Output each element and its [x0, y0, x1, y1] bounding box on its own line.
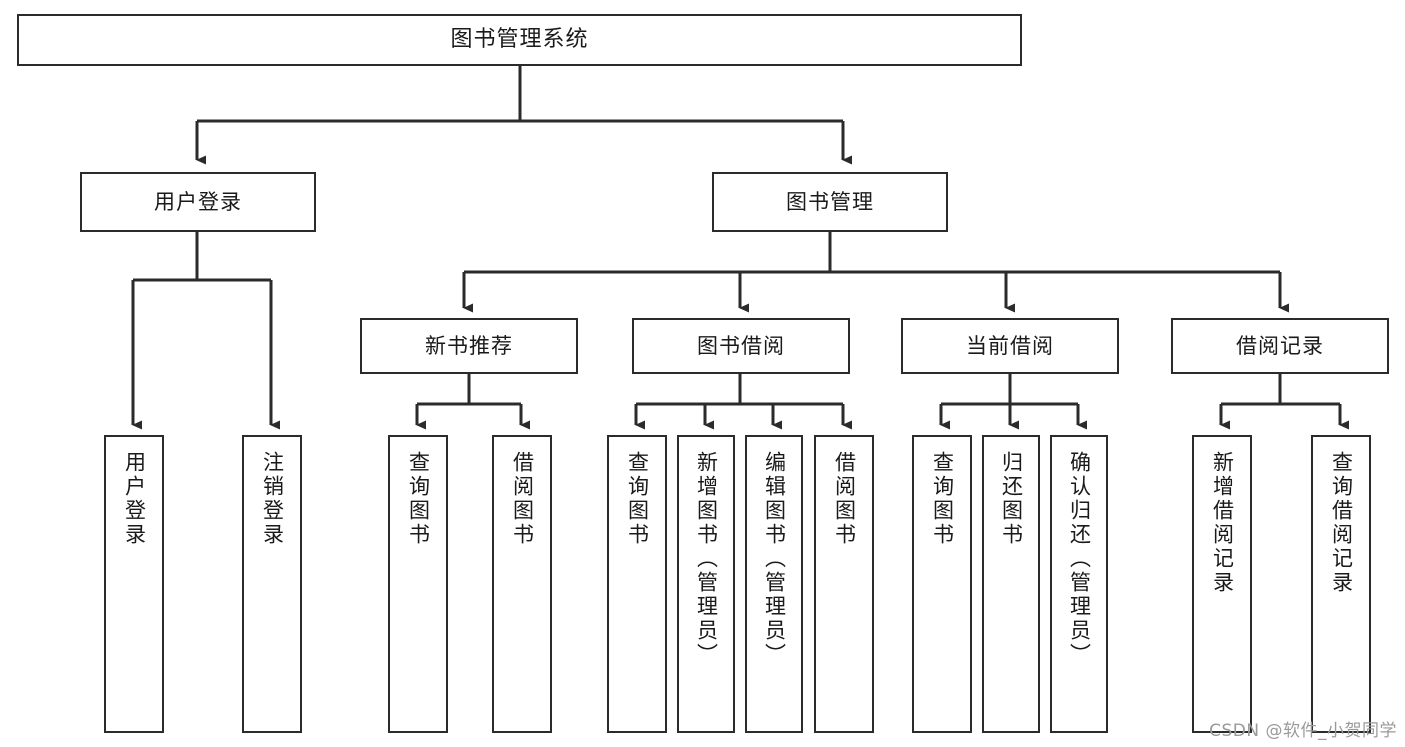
node-leaf-query-book-3[interactable]: 查询图书 [912, 435, 972, 733]
node-leaf-logout[interactable]: 注销登录 [242, 435, 302, 733]
node-label: 查询图书 [625, 451, 650, 547]
node-leaf-query-book-2[interactable]: 查询图书 [607, 435, 667, 733]
node-label: 新增图书（管理员） [694, 451, 719, 667]
node-book-borrow[interactable]: 图书借阅 [632, 318, 850, 374]
node-leaf-add-record[interactable]: 新增借阅记录 [1192, 435, 1252, 733]
node-root-system[interactable]: 图书管理系统 [17, 14, 1022, 66]
node-label: 借阅图书 [510, 451, 535, 547]
node-label: 借阅记录 [1236, 333, 1324, 358]
node-label: 确认归还（管理员） [1067, 451, 1092, 667]
node-leaf-edit-book[interactable]: 编辑图书（管理员） [745, 435, 803, 733]
node-label: 查询图书 [930, 451, 955, 547]
node-label: 用户登录 [122, 451, 147, 547]
node-leaf-confirm-return[interactable]: 确认归还（管理员） [1050, 435, 1108, 733]
node-leaf-borrow-book-1[interactable]: 借阅图书 [492, 435, 552, 733]
node-label: 图书管理系统 [450, 27, 589, 53]
node-leaf-borrow-book-2[interactable]: 借阅图书 [814, 435, 874, 733]
node-leaf-return-book[interactable]: 归还图书 [982, 435, 1040, 733]
node-label: 注销登录 [260, 451, 285, 547]
node-leaf-user-login[interactable]: 用户登录 [104, 435, 164, 733]
node-label: 新书推荐 [425, 333, 513, 358]
csdn-watermark: CSDN @软件_小贺同学 [1209, 721, 1397, 741]
node-leaf-query-record[interactable]: 查询借阅记录 [1311, 435, 1371, 733]
node-book-management[interactable]: 图书管理 [712, 172, 948, 232]
node-label: 归还图书 [999, 451, 1024, 547]
node-label: 查询图书 [406, 451, 431, 547]
node-label: 当前借阅 [966, 333, 1054, 358]
node-leaf-add-book[interactable]: 新增图书（管理员） [677, 435, 735, 733]
node-user-login[interactable]: 用户登录 [80, 172, 316, 232]
node-label: 查询借阅记录 [1329, 451, 1354, 595]
node-label: 图书借阅 [697, 333, 785, 358]
node-label: 借阅图书 [832, 451, 857, 547]
node-current-borrow[interactable]: 当前借阅 [901, 318, 1119, 374]
node-label: 用户登录 [154, 189, 242, 214]
node-leaf-query-book-1[interactable]: 查询图书 [388, 435, 448, 733]
node-new-book-recommend[interactable]: 新书推荐 [360, 318, 578, 374]
node-label: 新增借阅记录 [1210, 451, 1235, 595]
node-label: 图书管理 [786, 189, 874, 214]
node-label: 编辑图书（管理员） [762, 451, 787, 667]
node-borrow-record[interactable]: 借阅记录 [1171, 318, 1389, 374]
